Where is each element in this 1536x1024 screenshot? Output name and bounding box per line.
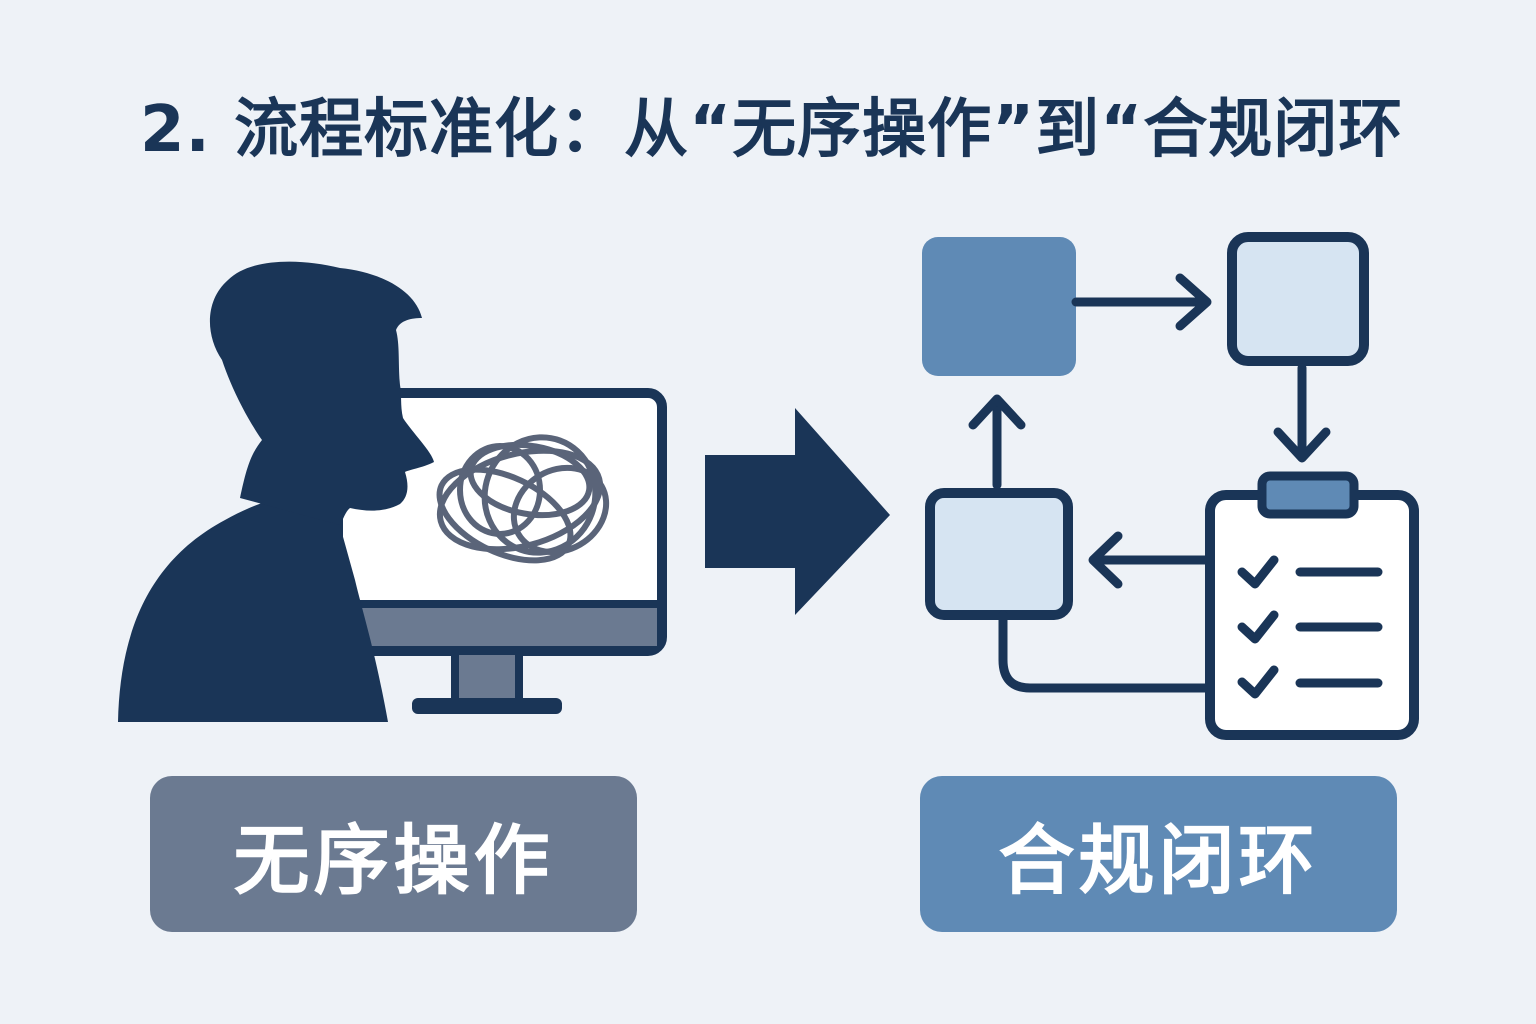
person-at-computer-icon xyxy=(118,261,667,722)
before-label: 无序操作 xyxy=(150,776,637,932)
monitor-base xyxy=(412,698,562,714)
flow-step-top-right xyxy=(1227,232,1369,366)
tangled-scribble-icon xyxy=(436,434,610,564)
clipboard-board xyxy=(1205,490,1419,740)
person-head xyxy=(209,261,434,525)
clipboard-checklist-icon xyxy=(1205,471,1419,740)
closed-loop-flowchart-icon xyxy=(922,232,1419,740)
person-body xyxy=(118,490,388,722)
clipboard-clip xyxy=(1257,471,1359,519)
check-3 xyxy=(1237,665,1279,699)
right-arrow-icon xyxy=(705,408,890,615)
check-2 xyxy=(1237,610,1279,644)
after-label: 合规闭环 xyxy=(920,776,1397,932)
monitor-stand xyxy=(451,647,523,707)
check-1 xyxy=(1237,555,1279,589)
monitor-bezel xyxy=(343,604,657,646)
flow-step-top-left xyxy=(922,237,1076,376)
flow-step-bottom-left xyxy=(925,488,1073,620)
page-title: 2. 流程标准化：从“无序操作”到“合规闭环 xyxy=(140,93,1404,167)
loop-connector xyxy=(998,610,1215,693)
